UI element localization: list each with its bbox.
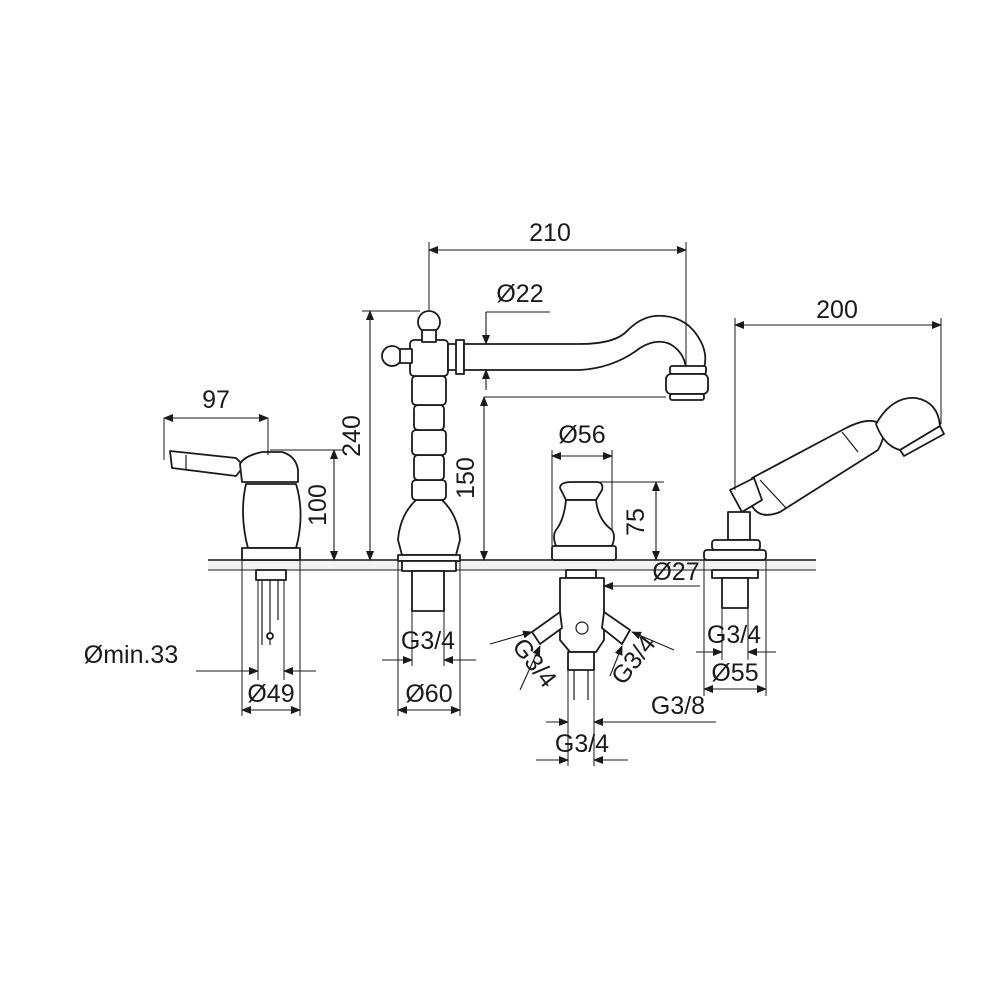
diverter-outlet-bottom-label: G3/4 <box>555 730 609 758</box>
deck-surface <box>208 559 816 571</box>
shower-base-dia-dimension: Ø55 <box>703 560 767 696</box>
shower-thread-label: G3/4 <box>707 621 761 649</box>
mixer-reach-dimension: 97 <box>163 386 269 460</box>
spout-thread-dimension: G3/4 <box>382 611 476 666</box>
diverter-height-label: 75 <box>622 508 650 536</box>
spout-height-dimension: 240 <box>338 310 420 561</box>
shower-base-dia-label: Ø55 <box>711 659 758 687</box>
shower-reach-dimension: 200 <box>734 296 942 490</box>
diverter-dia-dimension: Ø56 <box>551 421 613 546</box>
mixer-reach-label: 97 <box>202 386 230 414</box>
min-hole-label: Ømin.33 <box>84 641 178 669</box>
spout-reach-dimension: 210 <box>428 219 687 366</box>
mixer-body <box>169 450 302 645</box>
mixer-base-dia-label: Ø49 <box>247 680 294 708</box>
diverter-height-dimension: 75 <box>596 481 664 561</box>
spout-outlet-dia-label: Ø22 <box>496 280 543 308</box>
diverter-body <box>531 481 631 700</box>
mixer-height-label: 100 <box>304 484 332 526</box>
mixer-height-dimension: 100 <box>270 449 344 561</box>
diverter-inlet-left-label: G3/4 <box>507 633 562 693</box>
diverter-inlet-left-dimension: G3/4 <box>489 630 562 693</box>
mixer-base-dia-dimension: Ø49 <box>241 560 301 716</box>
diverter-dia-label: Ø56 <box>558 421 605 449</box>
shower-reach-label: 200 <box>816 296 858 324</box>
spout-outlet-dia-dimension: Ø22 <box>482 280 550 390</box>
spout-reach-label: 210 <box>529 219 571 247</box>
min-hole-dimension: Ømin.33 <box>84 580 316 680</box>
spout-base-dia-label: Ø60 <box>405 680 452 708</box>
shower-thread-dimension: G3/4 <box>696 608 776 660</box>
hand-shower-body <box>703 397 945 609</box>
spout-base-dia-dimension: Ø60 <box>397 561 461 716</box>
spout-outlet-height-label: 150 <box>452 457 480 499</box>
diverter-outlet-small-dimension: G3/8 <box>546 670 716 730</box>
diverter-inlet-right-label: G3/4 <box>606 630 661 690</box>
spout-height-label: 240 <box>338 415 366 457</box>
diverter-stem-dia-label: Ø27 <box>652 558 699 586</box>
spout-thread-label: G3/4 <box>401 627 455 655</box>
spout-body <box>381 310 709 612</box>
diverter-outlet-bottom-dimension: G3/4 <box>536 730 628 766</box>
diverter-outlet-small-label: G3/8 <box>651 692 705 720</box>
spout-outlet-height-dimension: 150 <box>452 396 666 561</box>
diverter-stem-dia-dimension: Ø27 <box>603 558 700 590</box>
